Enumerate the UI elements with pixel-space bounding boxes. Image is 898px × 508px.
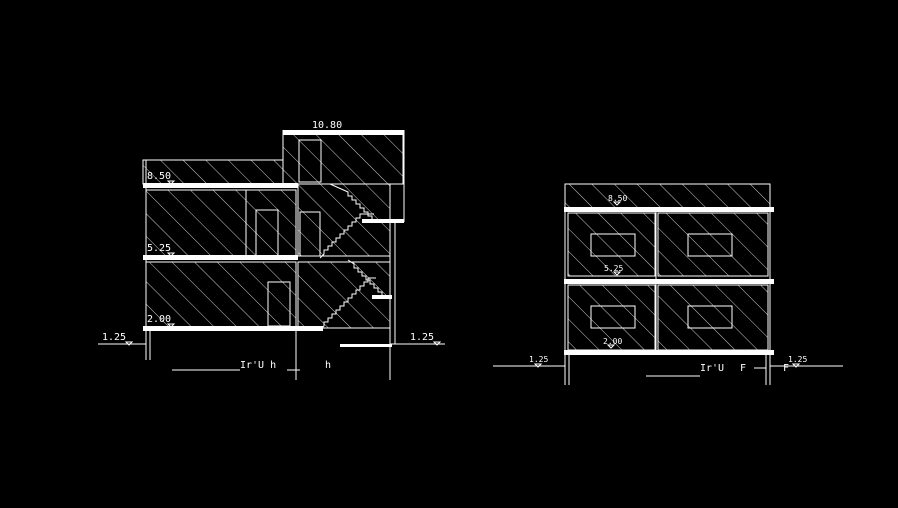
- section-b-level-marker-ground-right: [791, 363, 801, 368]
- section-a-stair-landing-1: [372, 295, 392, 299]
- section-a-stair-flight-2: [347, 259, 390, 297]
- section-b-level-8-50-label: 8.50: [608, 194, 627, 203]
- section-a-door-first-floor: [267, 281, 291, 327]
- section-a-door-stair: [299, 211, 321, 257]
- section-b-level-marker-ground-left: [533, 363, 543, 368]
- section-a-ground-left-label: 1.25: [102, 332, 126, 343]
- section-a-second-floor-left: [145, 189, 247, 257]
- section-b-ground-left-label: 1.25: [529, 355, 548, 364]
- section-a-level-8-50-label: 8.50: [147, 171, 171, 182]
- section-b-parapet-mass: [564, 183, 771, 209]
- section-b-caption-mark-right: F: [783, 363, 789, 374]
- section-a-level-marker-8-50: [166, 180, 176, 185]
- section-a-stair-landing-2: [362, 219, 404, 223]
- section-a-stair-flight-1: [319, 277, 376, 331]
- section-a-level-marker-ground-left: [124, 341, 134, 346]
- section-a-level-marker-5-25: [166, 252, 176, 257]
- section-a-stair-flight-3: [319, 213, 374, 259]
- section-b-level-marker-8-50: [612, 201, 622, 206]
- section-b-window-lower-right: [687, 305, 733, 329]
- section-a: 10.80 8.50 5.25 2.00 1.25 1.25 Ir'U h h: [98, 120, 445, 380]
- section-a-slab-8-50: [143, 183, 298, 188]
- section-a-door-rooftop: [298, 139, 322, 183]
- section-a-level-marker-2-00: [166, 323, 176, 328]
- section-b-slab-8-50: [564, 207, 774, 212]
- section-b-window-upper-left: [590, 233, 636, 257]
- section-a-slab-5-25: [143, 255, 298, 260]
- section-b-window-upper-right: [687, 233, 733, 257]
- section-a-stair-flight-4: [329, 183, 376, 221]
- section-b-level-2-00-label: 2.00: [603, 337, 622, 346]
- section-a-level-marker-ground-right: [432, 341, 442, 346]
- section-a-first-floor-left: [145, 261, 297, 329]
- section-b: 8.50 5.25 2.00 1.25 1.25 Ir'U F F: [493, 183, 843, 385]
- section-a-level-5-25-label: 5.25: [147, 243, 171, 254]
- section-a-level-2-00-label: 2.00: [147, 314, 171, 325]
- section-a-slab-2-00: [143, 326, 323, 331]
- section-a-caption-mark: h: [325, 360, 331, 371]
- section-a-caption: Ir'U h: [240, 360, 276, 371]
- section-b-caption-mark-left: F: [740, 363, 746, 374]
- section-b-level-5-25-label: 5.25: [604, 264, 623, 273]
- section-b-upper-right-room: [657, 212, 769, 277]
- section-b-upper-left-room: [567, 212, 656, 277]
- section-b-caption: Ir'U: [700, 363, 724, 374]
- section-a-second-floor-mid: [245, 189, 297, 257]
- section-a-rooftop-mass: [282, 133, 404, 185]
- section-b-level-marker-5-25: [612, 271, 622, 276]
- section-b-window-lower-left: [590, 305, 636, 329]
- section-b-level-marker-2-00: [606, 344, 616, 349]
- section-b-lower-left-room: [567, 284, 656, 351]
- section-a-upper-left-mass: [142, 159, 284, 185]
- section-b-slab-5-25: [564, 279, 774, 284]
- section-b-ground-right-label: 1.25: [788, 355, 807, 364]
- section-a-door-second-floor: [255, 209, 279, 257]
- section-a-roof-width-label: 10.80: [312, 120, 342, 131]
- section-b-slab-2-00: [564, 350, 774, 355]
- section-a-stair-landing-3: [340, 344, 392, 347]
- section-a-ground-right-label: 1.25: [410, 332, 434, 343]
- section-a-roof-slab: [283, 130, 404, 135]
- section-b-lower-right-room: [657, 284, 769, 351]
